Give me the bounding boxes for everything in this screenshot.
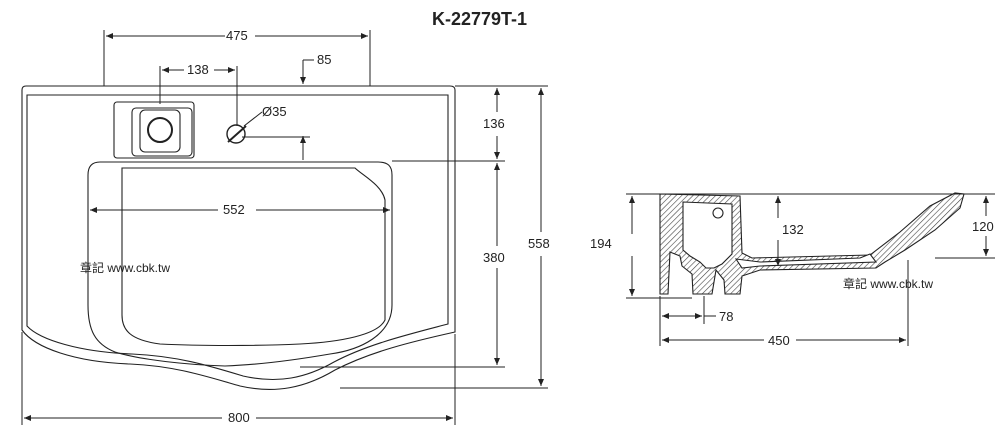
dim-138: 138: [187, 62, 209, 77]
sink-outline: [21, 85, 456, 391]
dim-800: 800: [228, 410, 250, 425]
dim-194: 194: [590, 236, 612, 251]
overflow-hole: [226, 124, 246, 144]
dim-558: 558: [528, 236, 550, 251]
dim-78: 78: [719, 309, 733, 324]
dim-120: 120: [972, 219, 994, 234]
side-dimensions: [626, 193, 995, 346]
watermark-right: 章記 www.cbk.tw: [843, 276, 933, 291]
dim-85: 85: [317, 52, 331, 67]
dim-132: 132: [782, 222, 804, 237]
dim-380: 380: [483, 250, 505, 265]
side-view: [659, 192, 965, 295]
dim-136: 136: [483, 116, 505, 131]
dim-552: 552: [223, 202, 245, 217]
dim-450: 450: [768, 333, 790, 348]
sink-rim: [26, 94, 449, 381]
basin-outer: [87, 161, 393, 367]
faucet-hole: [147, 117, 173, 143]
watermark-left: 章記 www.cbk.tw: [80, 260, 170, 275]
dim-475: 475: [226, 28, 248, 43]
model-title: K-22779T-1: [432, 9, 527, 29]
top-view: [21, 85, 456, 391]
top-dimensions: [21, 30, 548, 425]
faucet-block: [113, 101, 195, 159]
dim-hole-diameter: Ø35: [262, 104, 287, 119]
basin-inner: [121, 167, 386, 347]
side-section: [659, 192, 965, 295]
